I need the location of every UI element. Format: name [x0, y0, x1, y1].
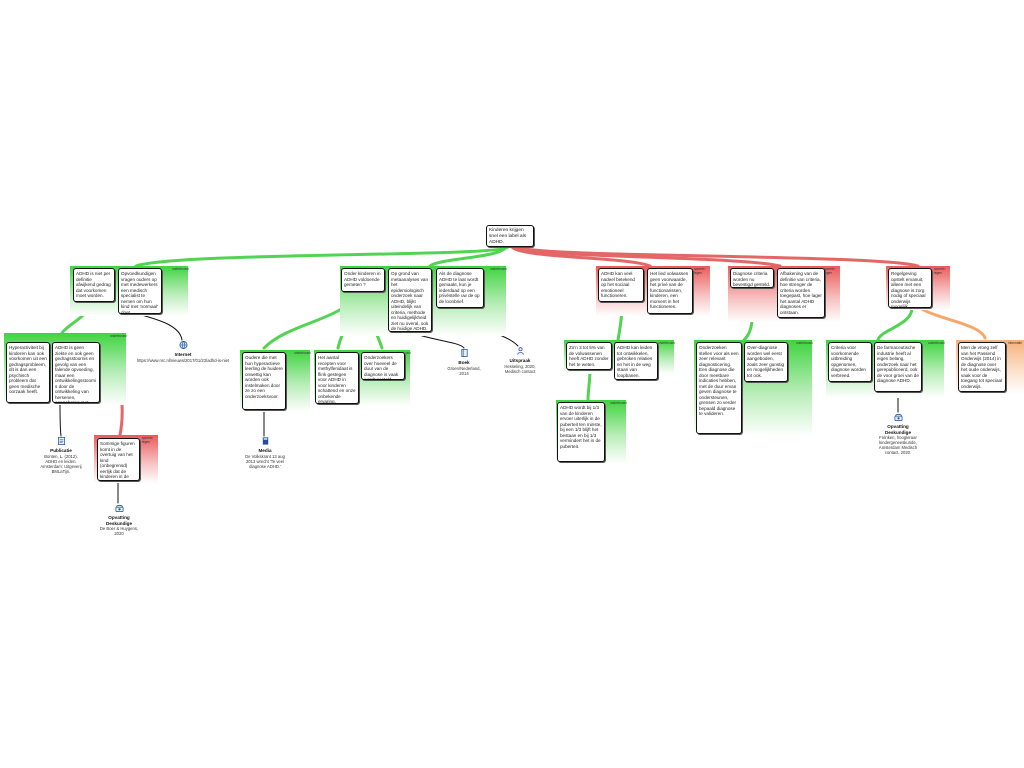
claim-e4[interactable]: Men de vroeg zelf van het Passend Onderw… — [958, 342, 1006, 392]
newspaper-icon — [262, 437, 268, 445]
oppose-tag: spreekt tegen — [694, 267, 705, 275]
source-detail: Groen/Nederland, 2014 — [447, 365, 481, 376]
root-claim[interactable]: Kinderen krijgen snel een label als ADHD… — [486, 225, 534, 247]
claim-a3[interactable]: Hyperactiviteit bij kinderen kan ook voo… — [6, 342, 50, 403]
oppose-tag: spreekt tegen — [142, 436, 153, 444]
edge-c-to-c5 — [586, 368, 592, 402]
edge-root-to-a — [134, 245, 510, 268]
claim-b4[interactable]: Oudere die met hun hyperactieve leerling… — [242, 352, 286, 410]
globe-icon — [179, 341, 187, 349]
claim-c2[interactable]: Het lied volwassen geen voorwaarde, het … — [647, 268, 693, 314]
book-icon — [460, 349, 468, 357]
claim-c1[interactable]: ADHD kan veel nadeel betekend op het soc… — [598, 268, 644, 302]
claim-b6[interactable]: Onderzoekers over hoeveel de duur van de… — [361, 352, 405, 380]
claim-a1[interactable]: ADHD is niet per definitie afwijkend ged… — [73, 268, 115, 302]
edge-a3-to-s2 — [59, 402, 62, 437]
support-tag: onderbouwt — [110, 334, 127, 338]
claim-a2[interactable]: Opvoedkundigen vragen ouders op met mede… — [118, 268, 162, 314]
claim-c5[interactable]: ADHD wordt bij 1/3 van de kinderen ervoe… — [557, 402, 605, 462]
source-deskundige-1[interactable]: Opvatting Deskundige De Boer & Huygens, … — [96, 503, 142, 536]
source-detail: Hesseling, 2020, Medisch contact — [504, 363, 536, 374]
source-type: Media — [258, 448, 272, 453]
source-publicatie[interactable]: Publicatie Bonten, L. (2012). ADHD en le… — [40, 436, 82, 474]
claim-b3[interactable]: Als de diagnose ADHD te laat wordt gemaa… — [436, 268, 484, 308]
edge-e-to-e23 — [876, 306, 914, 342]
source-detail: Frénken, hoogleraar kindergeneeskunde, A… — [878, 435, 918, 456]
source-type: Boek — [458, 360, 470, 365]
claim-b1[interactable]: Onder kinderen in ADHD voldoende gemeten… — [341, 268, 385, 292]
claim-a5[interactable]: Sommige figuren komt in de overtuig van … — [97, 438, 140, 481]
claim-d1[interactable]: Diagnose criteria worden nu bevestigd ge… — [730, 268, 774, 288]
edge-e-to-e4 — [918, 306, 987, 340]
source-type: Opvatting Deskundige — [884, 424, 912, 435]
edge-root-to-e — [514, 245, 920, 268]
source-detail: https://www.nrc.nl/nieuws/2017/01/23/adh… — [136, 357, 230, 363]
source-detail: De Volkskrant 13 aug 2013 wrecht 'Te vee… — [245, 453, 285, 469]
source-internet[interactable]: Internet https://www.nrc.nl/nieuws/2017/… — [128, 340, 238, 363]
claim-b5[interactable]: Het aantal recepten voor methylfenidaat … — [315, 352, 359, 404]
document-icon — [57, 437, 65, 445]
claim-e1[interactable]: Regelgeving opstelt ervanuit, alleen met… — [888, 268, 932, 308]
source-detail: Bonten, L. (2012). ADHD en leiden. Amste… — [40, 453, 82, 474]
support-tag: onderbouwt — [294, 351, 311, 355]
source-detail: De Boer & Huygens, 2020 — [99, 526, 139, 537]
claim-e3[interactable]: De farmaceutische industrie heeft al eig… — [874, 342, 922, 392]
edge-root-to-b — [428, 245, 508, 268]
source-uitspraak[interactable]: Uitspraak Hesseling, 2020, Medisch conta… — [500, 346, 540, 374]
source-type: Uitspraak — [509, 358, 531, 363]
claim-c4[interactable]: ADHD kan leiden tot ontwikkelen, gebroke… — [614, 342, 658, 380]
support-tag: onderbouwt — [610, 401, 627, 405]
source-media[interactable]: Media De Volkskrant 13 aug 2013 wrecht '… — [244, 436, 286, 469]
support-tag: onderbouwt — [172, 267, 189, 271]
source-type: Internet — [174, 352, 192, 357]
claim-e2[interactable]: Criteria voor voorkomende uitbreiding op… — [828, 342, 872, 382]
claim-d2[interactable]: Afbakening van de definitie van criteria… — [777, 268, 825, 318]
source-deskundige-2[interactable]: Opvatting Deskundige Frénken, hoogleraar… — [874, 412, 922, 455]
support-tag: onderbouwt — [658, 341, 675, 345]
oppose-tag: spreekt tegen — [934, 267, 945, 275]
support-tag: onderbouwt — [928, 341, 945, 345]
person-icon — [516, 347, 524, 355]
claim-a4[interactable]: ADHD is geen ziekte en ook geen gedragss… — [52, 342, 100, 403]
info-tag: informatie — [1008, 341, 1022, 345]
oppose-tag: spreekt tegen — [824, 267, 835, 275]
telephone-icon — [115, 504, 123, 512]
telephone-icon — [894, 413, 902, 421]
source-boek[interactable]: Boek Groen/Nederland, 2014 — [444, 348, 484, 376]
source-type: Opvatting Deskundige — [105, 515, 133, 526]
claim-d3[interactable]: Onderzoeken stellen voor als een zeer re… — [696, 342, 742, 434]
source-type: Publicatie — [50, 448, 72, 453]
claim-b2[interactable]: Op grond van metaanalyses van het epidem… — [388, 268, 432, 332]
support-tag: onderbouwt — [490, 267, 507, 271]
support-tag: onderbouwt — [796, 341, 813, 345]
claim-d4[interactable]: Over-diagnose worden wel eerst aangebode… — [744, 342, 788, 382]
edge-a2-to-s1 — [137, 313, 183, 341]
claim-c3[interactable]: Zo'n 3 tot 5% van de volwassenen heeft A… — [566, 342, 612, 370]
